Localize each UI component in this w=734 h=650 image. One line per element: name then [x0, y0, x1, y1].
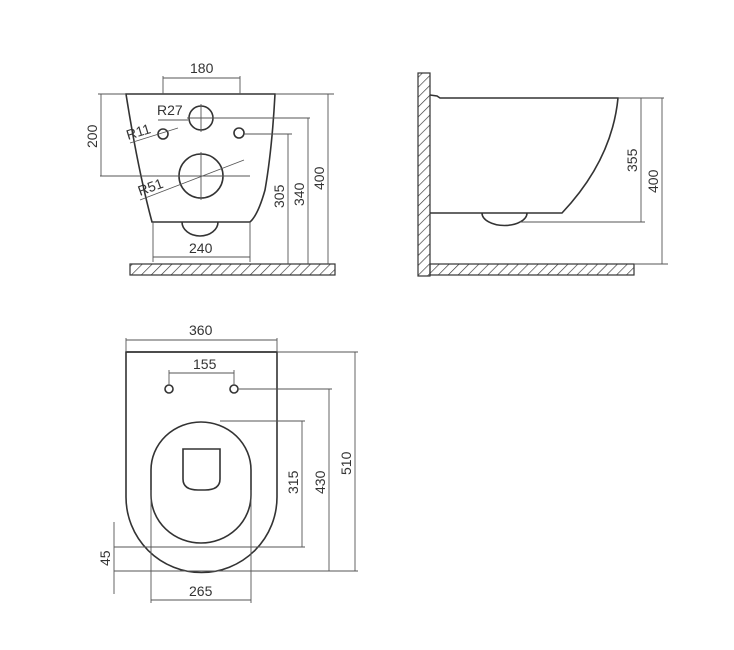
wall-hatch: [417, 72, 431, 277]
dim-r11: R11: [124, 120, 152, 143]
outlet-side-bump: [481, 212, 528, 227]
dim-360: 360: [189, 322, 213, 338]
dim-340: 340: [291, 182, 307, 206]
bolt-hole-top-left: [164, 384, 174, 394]
front-view: 180 R27 R11 R51 200 240 305 340 400: [84, 60, 336, 276]
dim-r51: R51: [136, 175, 166, 199]
seat-outline: [150, 421, 252, 544]
bowl-side-outline: [429, 94, 619, 214]
bowl-front-outline: [125, 93, 276, 223]
dim-510: 510: [338, 451, 354, 475]
bowl-top-outline: [125, 351, 278, 574]
outlet-bump: [181, 221, 219, 237]
floor-hatch-side: [429, 263, 635, 276]
dim-400-side: 400: [645, 169, 661, 193]
dim-400-front: 400: [311, 166, 327, 190]
top-view: 360 155 315 430 510 45 265: [97, 322, 358, 603]
dim-r27: R27: [157, 102, 183, 118]
dim-315: 315: [285, 470, 301, 494]
dim-305: 305: [271, 184, 287, 208]
dim-265: 265: [189, 583, 213, 599]
dim-45: 45: [97, 550, 113, 566]
dim-355: 355: [624, 148, 640, 172]
dim-180: 180: [190, 60, 214, 76]
bolt-hole-right: [233, 127, 245, 139]
floor-hatch: [129, 263, 336, 276]
dim-240: 240: [189, 240, 213, 256]
seat-hinge: [182, 448, 221, 491]
dim-430: 430: [312, 470, 328, 494]
side-view: 355 400: [417, 72, 668, 277]
bolt-hole-top-right: [229, 384, 239, 394]
dim-155: 155: [193, 356, 217, 372]
dim-200: 200: [84, 124, 100, 148]
